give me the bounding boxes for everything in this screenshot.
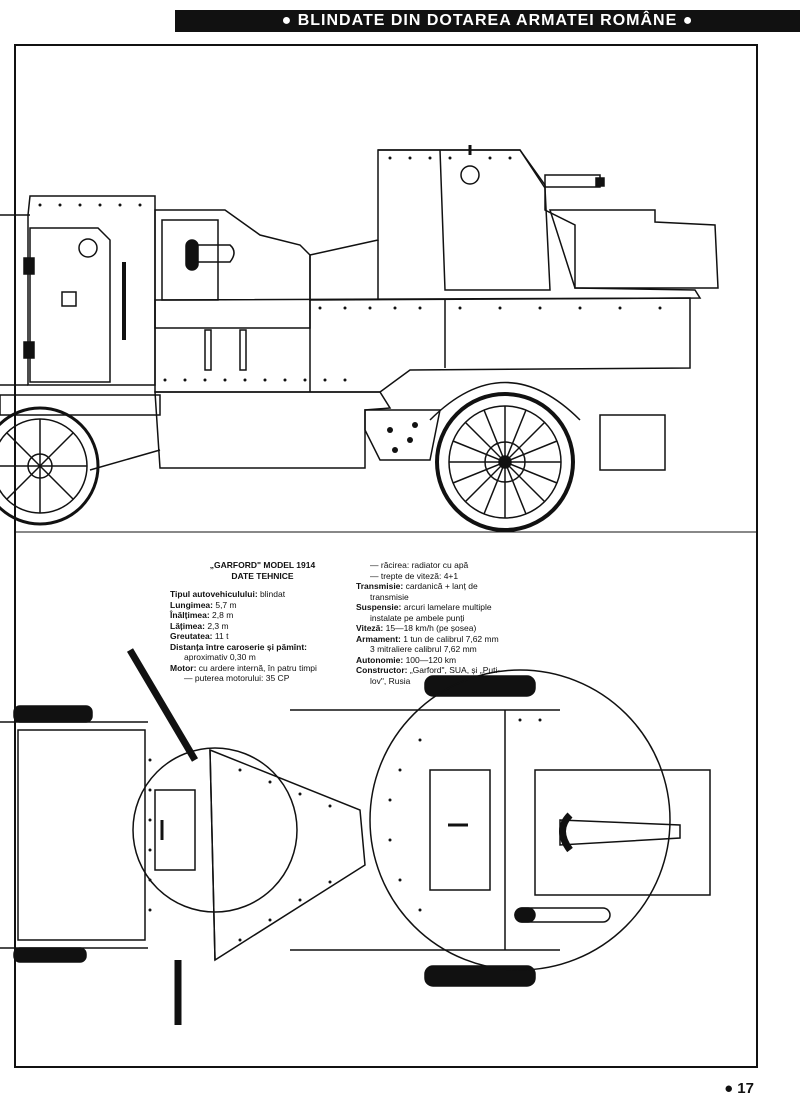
specs-column-2: — răcirea: radiator cu apă — trepte de v… — [356, 560, 531, 686]
specs-subtitle: DATE TEHNICE — [231, 570, 294, 581]
spec-line: Suspensie: arcuri lamelare multiple — [356, 602, 492, 612]
cab-panel — [27, 195, 156, 386]
page-header: ● BLINDATE DIN DOTAREA ARMATEI ROMÂNE ● — [175, 10, 800, 32]
main-gun — [559, 819, 681, 846]
header-title: ● BLINDATE DIN DOTAREA ARMATEI ROMÂNE ● — [281, 12, 694, 29]
front-wheel — [0, 406, 100, 526]
specs-column-1: „GARFORD" MODEL 1914 DATE TEHNICE Tipul … — [170, 560, 355, 684]
page-number: ● 17 — [724, 1080, 754, 1097]
spec-line: instalate pe ambele punți — [370, 612, 465, 623]
spec-line: Lățimea: 2,3 m — [170, 620, 229, 631]
rear-wheel — [435, 392, 575, 532]
rear-deck — [548, 209, 719, 289]
spec-line: Viteză: 15—18 km/h (pe șosea) — [356, 623, 477, 633]
hatch-rear — [429, 769, 491, 891]
model-title: „GARFORD" MODEL 1914 — [209, 560, 316, 570]
spec-line: lov", Rusia — [370, 675, 411, 686]
rivets-side — [38, 156, 662, 453]
hatch-front — [154, 789, 196, 871]
spec-line: — răcirea: radiator cu apă — [370, 560, 469, 570]
top-view — [0, 648, 711, 1025]
spec-line: Armament: 1 tun de calibrul 7,62 mm — [356, 633, 499, 644]
chassis — [154, 391, 392, 469]
front-cupola — [132, 747, 298, 913]
spec-line: transmisie — [370, 591, 409, 602]
rivets-top — [148, 718, 542, 942]
hood-top — [17, 729, 146, 941]
spec-line: aproximativ 0,30 m — [184, 652, 256, 662]
gun-housing — [534, 769, 711, 896]
spec-line: Lungimea: 5,7 m — [170, 599, 237, 610]
spec-line: — trepte de viteză: 4+1 — [370, 570, 459, 581]
turret-gun — [544, 174, 601, 188]
upper-hull — [309, 149, 702, 301]
spec-line: — puterea motorului: 35 CP — [184, 673, 290, 683]
hull-midsection — [154, 209, 311, 329]
spec-line: Autonomie: 100—120 km — [356, 654, 457, 665]
lower-hull — [154, 297, 691, 393]
spec-line: Motor: cu ardere internă, în patru timpi — [170, 662, 317, 673]
turret — [378, 149, 551, 291]
wedge-panel — [209, 748, 366, 962]
drawing-frame — [14, 44, 758, 1068]
mudguard-bracket — [364, 409, 441, 461]
rear-box — [599, 414, 666, 471]
spec-line: Greutatea: 11 t — [170, 631, 229, 641]
spec-line: Transmisie: cardanică + lanț de — [356, 581, 478, 591]
front-door — [29, 227, 111, 383]
spec-line: Înălțimea: 2,8 m — [170, 610, 234, 620]
side-view — [0, 145, 758, 533]
rear-turret-top — [369, 669, 671, 971]
spec-line: Distanța între caroserie și pămînt: — [170, 641, 307, 652]
spec-line: Tipul autovehiculului: blindat — [170, 589, 286, 599]
spec-line: Constructor: „Garford", SUA, și „Puti- — [356, 665, 501, 675]
spec-line: 3 mitraliere calibrul 7,62 mm — [370, 644, 477, 654]
